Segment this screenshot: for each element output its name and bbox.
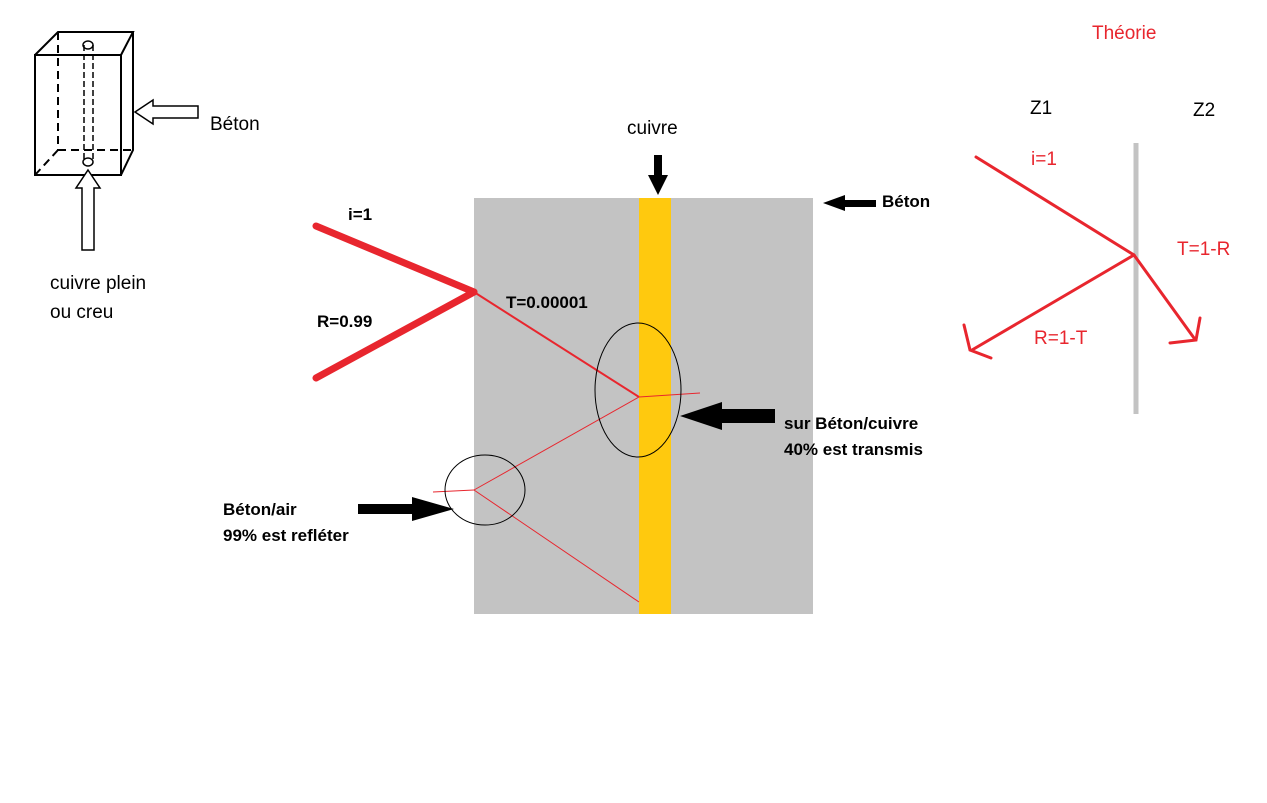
theory-transmitted-ray (1132, 253, 1196, 340)
back-reflected-ray (473, 396, 640, 491)
solid-arrow-right-icon (358, 497, 454, 521)
theory-reflected-arrowhead (962, 323, 993, 360)
label-beton-top: Béton (210, 114, 260, 135)
theory-incident-ray (974, 155, 1136, 257)
block-right-face (120, 32, 134, 176)
block-hidden-edge (34, 149, 59, 176)
label-t-main: T=0.00001 (506, 293, 588, 312)
label-i-main: i=1 (348, 205, 372, 224)
incident-ray (312, 222, 478, 296)
block-sketch (34, 31, 135, 176)
label-t-theory: T=1-R (1177, 239, 1230, 260)
label-theorie: Théorie (1092, 23, 1156, 44)
solid-arrow-left-icon (823, 195, 876, 211)
interface-circle-beton-air (444, 454, 526, 526)
theory-transmitted-arrowhead (1168, 316, 1202, 345)
label-reflete: 99% est refléter (223, 526, 349, 545)
label-i-theory: i=1 (1031, 149, 1057, 170)
label-beton-main: Béton (882, 192, 930, 211)
rod-bottom (82, 157, 94, 167)
rod-top (82, 40, 94, 50)
block-top-face (34, 31, 135, 56)
reflected-ray (312, 288, 478, 382)
label-transmis: 40% est transmis (784, 440, 923, 459)
block-front-face (34, 54, 122, 176)
label-ou-creu: ou creu (50, 302, 113, 323)
theory-reflected-ray (970, 253, 1136, 352)
copper-layer (639, 198, 671, 614)
label-cuivre: cuivre (627, 118, 678, 139)
label-z1: Z1 (1030, 98, 1052, 119)
second-reflected-ray (473, 489, 640, 603)
transmitted-rays (432, 291, 701, 603)
label-beton-cuivre: sur Béton/cuivre (784, 414, 918, 433)
label-r-theory: R=1-T (1034, 328, 1088, 349)
theory-rays (962, 155, 1202, 360)
label-cuivre-plein: cuivre plein (50, 273, 146, 294)
interface-circle-beton-cuivre (594, 322, 682, 458)
air-transmitted-ray (432, 489, 475, 493)
hollow-arrow-left-icon (133, 98, 199, 126)
copper-transmitted-ray (638, 392, 701, 398)
transmitted-ray (473, 291, 640, 398)
label-beton-air: Béton/air (223, 500, 297, 519)
label-z2: Z2 (1193, 100, 1215, 121)
label-r-main: R=0.99 (317, 312, 372, 331)
solid-arrow-down-icon (648, 155, 668, 195)
hollow-arrow-up-icon (74, 168, 102, 251)
solid-arrow-left-icon (680, 402, 775, 430)
